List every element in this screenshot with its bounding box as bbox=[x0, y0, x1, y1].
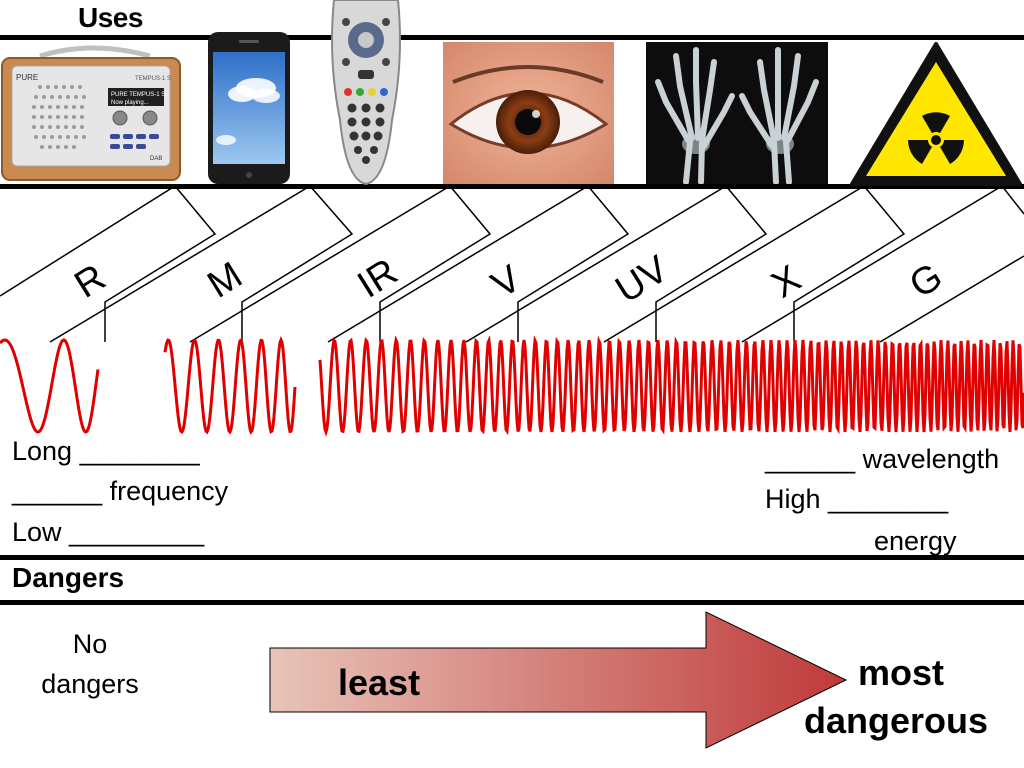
electromagnetic-wave bbox=[0, 336, 1024, 437]
right-note-line-2: High ________ bbox=[765, 484, 949, 514]
no-dangers-line-1: No bbox=[72, 629, 108, 659]
svg-text:PURE TEMPUS-1 S: PURE TEMPUS-1 S bbox=[111, 92, 165, 98]
radiation-warning-sign-image bbox=[848, 38, 1024, 188]
svg-text:PURE: PURE bbox=[16, 73, 38, 82]
x-ray-hands-image bbox=[646, 42, 828, 184]
left-note-line-2: ______ frequency bbox=[12, 476, 229, 506]
dangers-bottom-divider bbox=[0, 600, 1024, 605]
least-label: least bbox=[338, 662, 421, 703]
band-label-m: M bbox=[201, 254, 250, 306]
danger-arrow bbox=[269, 611, 848, 749]
uses-heading: Uses bbox=[78, 2, 143, 33]
right-note-line-3: energy bbox=[874, 526, 957, 556]
mobile-phone-image bbox=[206, 30, 292, 186]
spectrum-bands: R M IR V UV X G bbox=[0, 186, 1024, 343]
dangers-heading: Dangers bbox=[12, 562, 125, 593]
band-label-uv: UV bbox=[609, 248, 677, 312]
eye-image bbox=[443, 42, 614, 184]
dangerous-label: dangerous bbox=[804, 700, 989, 741]
uses-bottom-divider bbox=[0, 184, 1024, 189]
band-label-g: G bbox=[903, 255, 950, 306]
left-note-line-3: Low _________ bbox=[12, 517, 205, 547]
svg-text:Now playing...: Now playing... bbox=[111, 100, 149, 106]
svg-text:TEMPUS-1 S: TEMPUS-1 S bbox=[135, 76, 171, 82]
uses-top-divider bbox=[0, 35, 1024, 40]
left-note-line-1: Long ________ bbox=[12, 436, 200, 466]
right-note-line-1: ______ wavelength bbox=[765, 444, 1000, 474]
band-label-x: X bbox=[765, 258, 809, 307]
most-label: most bbox=[858, 652, 945, 693]
no-dangers-label: No dangers bbox=[20, 624, 160, 704]
tv-remote-image bbox=[326, 0, 406, 186]
dangers-top-divider bbox=[0, 555, 1024, 560]
no-dangers-line-2: dangers bbox=[41, 669, 139, 699]
svg-text:DAB: DAB bbox=[150, 156, 162, 162]
band-label-r: R bbox=[68, 256, 114, 306]
band-label-ir: IR bbox=[351, 251, 405, 307]
radio-image: PURE TEMPUS-1 S Now playing... PURE TEMP… bbox=[0, 42, 183, 184]
